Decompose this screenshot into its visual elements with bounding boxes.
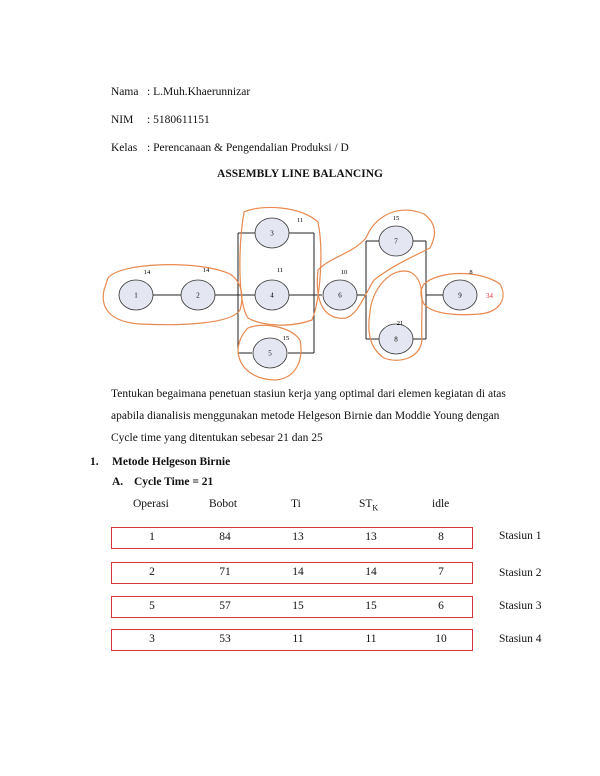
node-circle (118, 279, 154, 311)
cell-stk: 15 (365, 600, 377, 612)
node-circle (378, 225, 414, 257)
paragraph-line-3: Cycle time yang ditentukan sebesar 21 da… (111, 432, 323, 444)
node-circle (252, 337, 288, 369)
node-id: 5 (268, 350, 272, 358)
cell-operasi: 1 (149, 531, 155, 543)
node-time: 14 (203, 267, 210, 274)
node-time: 11 (277, 267, 283, 274)
page-title: ASSEMBLY LINE BALANCING (217, 168, 383, 180)
node-6: 6 10 (322, 269, 358, 311)
nama-line: Nama : L.Muh.Khaerunnizar (111, 85, 250, 99)
nama-label: Nama (111, 86, 139, 98)
node-time: 15 (393, 215, 400, 222)
node-id: 2 (196, 292, 200, 300)
stasiun-label-1: Stasiun 1 (499, 530, 542, 542)
stasiun-label-3: Stasiun 3 (499, 600, 542, 612)
node-1: 1 14 (118, 269, 154, 311)
kelas-line: Kelas : Perencanaan & Pengendalian Produk… (111, 141, 349, 155)
group-outline-c (237, 324, 302, 381)
table-row: 3 53 11 11 10 (111, 629, 473, 651)
table-row: 1 84 13 13 8 (111, 527, 473, 549)
header-ti: Ti (291, 498, 301, 510)
node-circle (254, 279, 290, 311)
cell-operasi: 2 (149, 566, 155, 578)
section-1-heading: 1. Metode Helgeson Birnie (90, 456, 230, 468)
table-row: 5 57 15 15 6 (111, 596, 473, 618)
cell-stk: 13 (365, 531, 377, 543)
node-id: 1 (134, 292, 138, 300)
cell-operasi: 3 (149, 633, 155, 645)
node-circle (322, 279, 358, 311)
node-8: 8 21 (378, 320, 414, 355)
header-stk: STK (359, 498, 378, 512)
node-7: 7 15 (378, 215, 414, 257)
group-outline-d (316, 209, 436, 319)
paragraph-line-2: apabila dianalisis menggunakan metode He… (111, 410, 500, 422)
nim-label: NIM (111, 114, 134, 126)
nim-line: NIM : 5180611151 (111, 113, 210, 127)
header-bobot: Bobot (209, 498, 238, 510)
section-1a-title: Cycle Time = 21 (134, 476, 214, 488)
node-id: 4 (270, 292, 274, 300)
cell-bobot: 53 (219, 633, 231, 645)
cell-stk: 11 (365, 633, 377, 645)
table-row: 2 71 14 14 7 (111, 562, 473, 584)
kelas-value: : Perencanaan & Pengendalian Produksi / … (147, 142, 349, 154)
node-5: 5 15 (252, 335, 290, 369)
cell-idle: 6 (438, 600, 444, 612)
node-circle (254, 217, 290, 249)
cell-idle: 7 (438, 566, 444, 578)
cell-stk: 14 (365, 566, 377, 578)
node-4: 4 11 (254, 267, 290, 311)
cell-bobot: 71 (219, 566, 231, 578)
node-circle (442, 279, 478, 311)
section-1a-heading: A. Cycle Time = 21 (112, 476, 213, 488)
node-circle (378, 323, 414, 355)
cell-ti: 14 (292, 566, 304, 578)
section-1a-number: A. (112, 476, 124, 488)
group-outline-f (420, 272, 504, 316)
section-1-title: Metode Helgeson Birnie (112, 456, 231, 468)
kelas-label: Kelas (111, 142, 138, 154)
node-2: 2 14 (180, 267, 216, 311)
nama-value: : L.Muh.Khaerunnizar (147, 86, 251, 98)
node-id: 3 (270, 230, 274, 238)
nim-value: : 5180611151 (147, 114, 210, 126)
node-id: 9 (458, 292, 462, 300)
node-id: 7 (394, 238, 398, 246)
cell-operasi: 5 (149, 600, 155, 612)
stasiun-label-4: Stasiun 4 (499, 633, 542, 645)
node-3: 3 11 (254, 217, 303, 249)
node-9: 98 (442, 269, 478, 311)
section-1-number: 1. (90, 456, 99, 468)
header-idle: idle (432, 498, 450, 510)
group-outline-a (102, 264, 243, 326)
cell-ti: 13 (292, 531, 304, 543)
cell-idle: 8 (438, 531, 444, 543)
cell-ti: 15 (292, 600, 304, 612)
node-time: 15 (283, 335, 290, 342)
annotation-34: 34 (486, 292, 494, 300)
node-time: 21 (397, 320, 404, 327)
cell-idle: 10 (435, 633, 447, 645)
header-stk-main: ST (359, 498, 373, 510)
group-outline-b (239, 206, 322, 326)
cell-bobot: 84 (219, 531, 231, 543)
node-id: 6 (338, 292, 342, 300)
stasiun-label-2: Stasiun 2 (499, 567, 542, 579)
header-stk-sub: K (372, 503, 379, 513)
node-id: 8 (394, 336, 398, 344)
node-time: 8 (469, 269, 472, 276)
problem-paragraph: Tentukan begaimana penetuan stasiun kerj… (111, 383, 531, 449)
node-time: 10 (341, 269, 348, 276)
node-circle (180, 279, 216, 311)
cell-bobot: 57 (219, 600, 231, 612)
paragraph-line-1: Tentukan begaimana penetuan stasiun kerj… (111, 388, 506, 400)
cell-ti: 11 (292, 633, 304, 645)
header-operasi: Operasi (133, 498, 169, 510)
node-time: 14 (144, 269, 151, 276)
group-outline-e (368, 270, 423, 361)
node-time: 11 (297, 217, 303, 224)
